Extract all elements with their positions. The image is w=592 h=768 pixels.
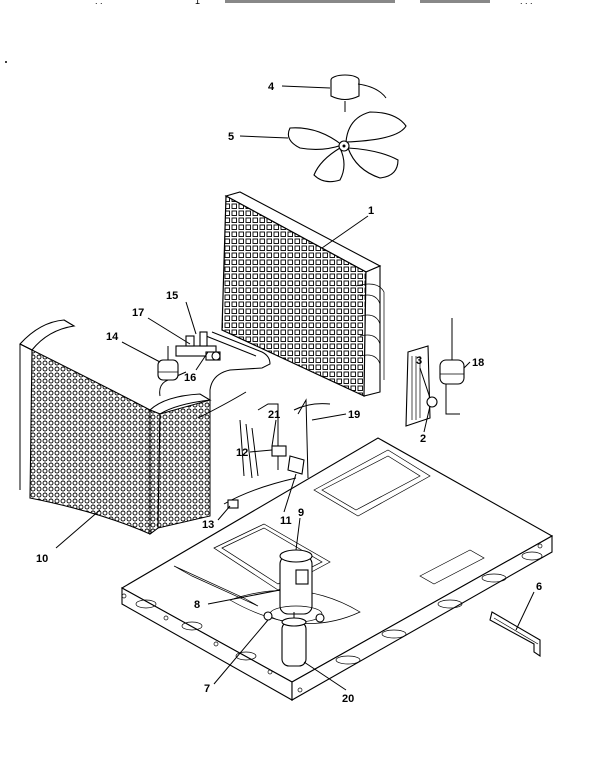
callout-3: 3 [416, 355, 422, 367]
header-fragment: . . . [520, 0, 533, 6]
callout-20: 20 [342, 693, 354, 705]
callout-18: 18 [472, 357, 484, 369]
callout-14: 14 [106, 331, 119, 343]
coil-guard [19, 319, 212, 535]
header-fragment: 1 [195, 0, 200, 6]
callout-5: 5 [228, 131, 234, 143]
callout-9: 9 [298, 507, 304, 519]
condenser-coil [221, 191, 385, 397]
callout-6: 6 [536, 581, 542, 593]
callout-1: 1 [368, 205, 374, 217]
compressor [269, 549, 323, 623]
rail-6 [489, 611, 541, 658]
callout-12: 12 [236, 447, 248, 459]
stray-dot [5, 61, 7, 63]
header-fragment-bar [225, 0, 395, 3]
callout-8: 8 [194, 599, 200, 611]
callout-10: 10 [36, 553, 48, 565]
leader-lines [55, 85, 535, 691]
capacitor-18 [439, 318, 465, 415]
bracket-2 [405, 345, 438, 427]
callout-2: 2 [420, 433, 426, 445]
callout-21: 21 [268, 409, 280, 421]
fan-blade [287, 111, 407, 183]
capacitor-14 [157, 346, 179, 381]
fan-motor [330, 74, 387, 112]
header-strip: . . 1 . . . [95, 0, 533, 6]
callout-4: 4 [268, 81, 275, 93]
callouts: 4 5 1 15 17 14 16 3 18 2 21 19 12 13 11 … [36, 81, 542, 705]
callout-17: 17 [132, 307, 144, 319]
callout-16: 16 [184, 372, 196, 384]
accumulator [281, 612, 307, 667]
callout-15: 15 [166, 290, 178, 302]
header-fragment: . . [95, 0, 103, 6]
wiring-harness [223, 398, 331, 509]
header-fragment-bar [420, 0, 490, 3]
callout-11: 11 [280, 515, 292, 527]
callout-13: 13 [202, 519, 214, 531]
callout-19: 19 [348, 409, 360, 421]
service-valve-assembly [175, 331, 221, 361]
base-pan [120, 437, 554, 701]
callout-7: 7 [204, 683, 210, 695]
